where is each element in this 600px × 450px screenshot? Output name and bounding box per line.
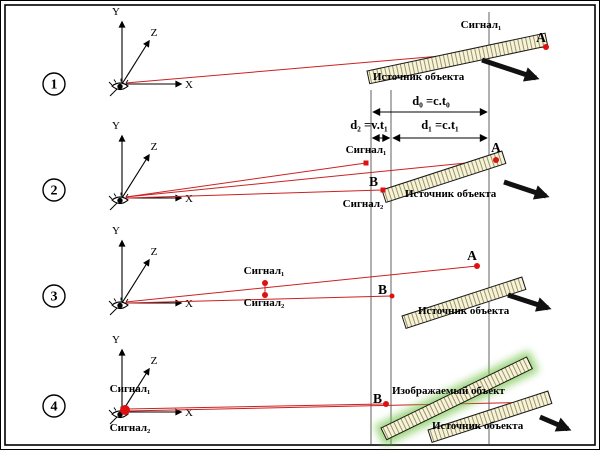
signal1-label: Сигнал₁	[346, 144, 387, 156]
signal2-dot	[262, 292, 268, 298]
axis-y-label: Y	[112, 120, 120, 132]
point-a-dot	[474, 263, 480, 269]
signal2-label: Сигнал₂	[110, 422, 151, 434]
step-3: 3 Y Z X Сигнал₁ Сигнал₂ A B Источник объ…	[42, 225, 552, 329]
axis-y-label: Y	[112, 225, 120, 237]
axis-x-label: X	[185, 407, 193, 419]
dim-d2-label: d₂ =v.t₁	[350, 118, 388, 132]
axis-z-label: Z	[151, 27, 158, 39]
observer-signals-dot	[120, 405, 130, 415]
signal1-label: Сигнал₁	[110, 383, 151, 395]
motion-arrow	[507, 292, 552, 312]
step-1: 1 Y Z X Сигнал₁ A Источник объекта	[42, 6, 549, 97]
source-object-label: Источник объекта	[418, 305, 510, 317]
light-ray-to-b	[126, 403, 385, 410]
light-ray-to-signal1	[125, 162, 367, 198]
point-a-dot	[493, 157, 499, 163]
motion-arrow	[503, 179, 550, 200]
axis-x-label: X	[185, 193, 193, 205]
point-a-dot	[543, 44, 549, 50]
imaged-object-label: Изображаемый объект	[392, 385, 505, 397]
axis-z-label: Z	[151, 246, 158, 258]
coordinate-axes-1: Y Z X	[108, 6, 193, 97]
signal2-dot	[380, 187, 386, 193]
step-3-badge	[42, 284, 66, 308]
point-b-label: B	[378, 282, 387, 297]
motion-arrow	[481, 57, 540, 82]
point-a-label: A	[467, 248, 477, 263]
signal1-dot	[363, 160, 369, 166]
signal1-dot	[262, 280, 268, 286]
step-4-badge	[42, 394, 66, 418]
coordinate-axes-4: Y Z X	[108, 334, 193, 425]
dim-d1-label: d₁ =c.t₁	[421, 118, 459, 132]
axis-z-label: Z	[151, 355, 158, 367]
point-a-label: A	[491, 140, 501, 155]
axis-y-label: Y	[112, 6, 120, 18]
source-object-label: Источник объекта	[373, 71, 465, 83]
signal2-label: Сигнал₂	[343, 198, 384, 210]
signal1-label: Сигнал₁	[461, 19, 502, 31]
axis-z-label: Z	[151, 141, 158, 153]
ruler-source-object-2	[381, 150, 507, 203]
step-3-number: 3	[51, 290, 58, 305]
light-ray-to-b	[125, 189, 384, 199]
axis-x-label: X	[185, 79, 193, 91]
light-ray-to-source	[126, 401, 545, 412]
source-object-label: Источник объекта	[405, 188, 497, 200]
ruler-source-object-4	[427, 390, 553, 443]
motion-arrow	[539, 414, 572, 432]
dimension-annotations: d₀ =c.t₀ d₂ =v.t₁ d₁ =c.t₁	[350, 94, 488, 142]
dim-d0-label: d₀ =c.t₀	[412, 94, 450, 108]
step-1-number: 1	[51, 78, 58, 93]
source-object-label: Источник объекта	[432, 420, 524, 432]
step-2-badge	[42, 178, 66, 202]
point-b-label: B	[369, 174, 378, 189]
step-2: 2 Y Z X Сигнал₁ A B Сигнал₂ Источник объ…	[42, 120, 550, 211]
light-ray-to-b	[125, 295, 393, 304]
step-1-badge	[42, 72, 66, 96]
inner-frame	[4, 4, 596, 446]
step-4: 4 Y Z X Сигнал₁ Сигнал₂ B Изображаемый о…	[42, 334, 572, 447]
point-b-dot	[383, 401, 389, 407]
point-b-label: B	[373, 391, 382, 406]
point-b-dot	[389, 293, 395, 299]
ruler-source-object-1	[366, 32, 549, 85]
axis-y-label: Y	[112, 334, 120, 346]
signal1-label: Сигнал₁	[244, 265, 285, 277]
step-2-number: 2	[51, 184, 58, 199]
light-ray-to-a	[125, 265, 478, 303]
signal2-label: Сигнал₂	[244, 297, 285, 309]
point-a-label: A	[536, 30, 546, 45]
step-4-number: 4	[51, 400, 58, 415]
coordinate-axes-3: Y Z X	[108, 225, 193, 316]
light-ray-to-a	[125, 159, 497, 198]
ruler-source-object-3	[401, 276, 527, 329]
ruler-imaged-object	[374, 350, 539, 447]
axis-x-label: X	[185, 298, 193, 310]
